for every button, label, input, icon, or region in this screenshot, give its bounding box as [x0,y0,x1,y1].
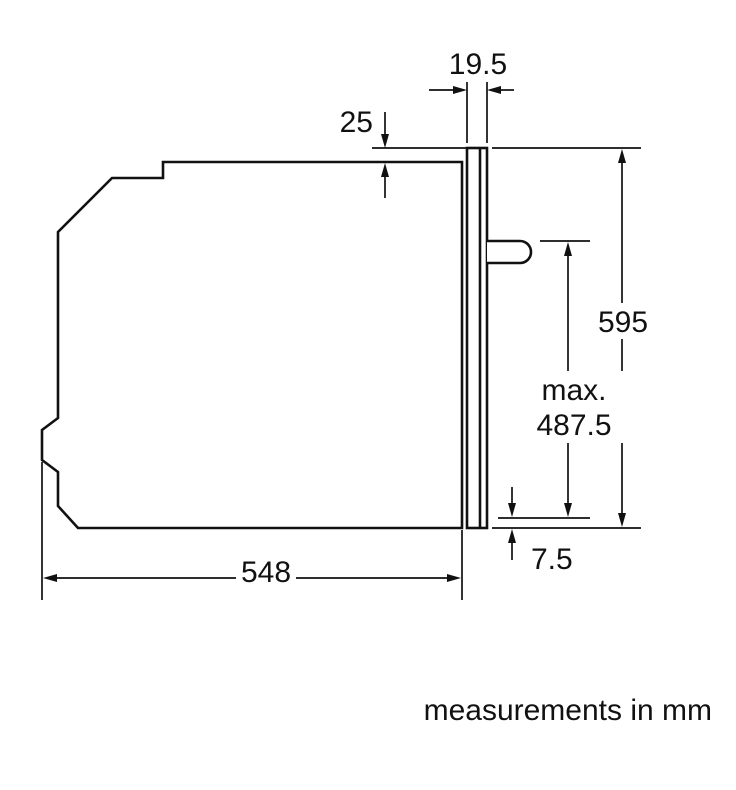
oven-body-outline [40,160,464,530]
arrowhead-right-icon [453,86,467,94]
arrowhead-right-icon [447,574,461,582]
label-top-overhang: 25 [340,106,373,139]
dimension-overall-height: 595 [492,147,649,529]
label-max: max. [541,374,606,407]
arrowhead-up-icon [618,149,626,163]
label-depth: 548 [241,556,291,589]
label-background [597,303,649,339]
door-handle [487,239,533,265]
label-background [526,371,624,443]
dimension-max-depth: max. 487.5 [498,240,624,519]
arrowhead-up-icon [508,529,516,543]
label-overall-height: 595 [598,306,648,339]
dimension-depth: 548 [41,462,463,600]
arrowhead-up-icon [564,242,572,256]
dimension-door-thickness: 19.5 [429,48,514,143]
arrowhead-down-icon [381,134,389,148]
caption-measurements-unit: measurements in mm [424,694,712,727]
label-door-thickness: 19.5 [449,48,507,81]
arrowhead-left-icon [43,574,57,582]
oven-door-panel [465,146,489,530]
label-bottom-clearance: 7.5 [531,543,573,576]
label-max-depth-value: 487.5 [536,409,611,442]
arrowhead-left-icon [487,86,501,94]
arrowhead-down-icon [564,503,572,517]
dimension-top-overhang: 25 [340,106,467,198]
label-background [236,550,296,588]
arrowhead-down-icon [508,503,516,517]
dimension-bottom-clearance: 7.5 [508,487,573,576]
arrowhead-down-icon [618,513,626,527]
arrowhead-up-icon [381,163,389,177]
